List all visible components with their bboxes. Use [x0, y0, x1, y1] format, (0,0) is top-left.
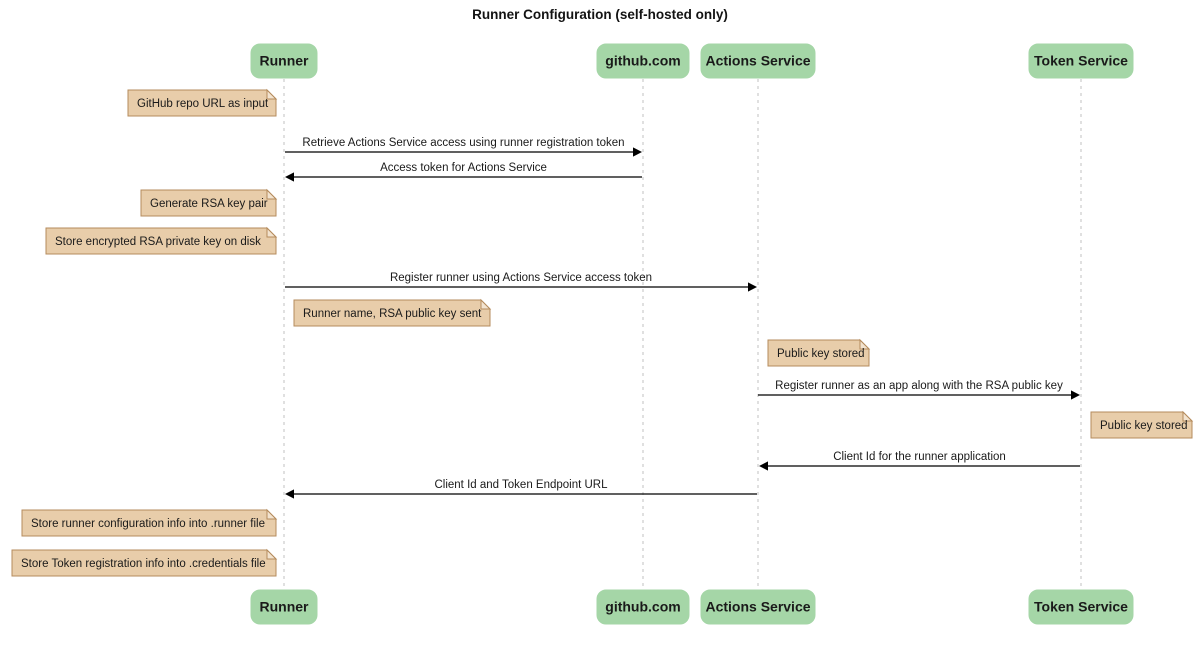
- participant-box[interactable]: [1028, 589, 1134, 625]
- participant-label: Token Service: [1034, 599, 1128, 615]
- participant-box[interactable]: [250, 43, 318, 79]
- message-label: Client Id and Token Endpoint URL: [434, 479, 608, 491]
- note-body: [11, 549, 277, 577]
- participant-label: Runner: [260, 53, 310, 69]
- note-store-encrypted-rsa[interactable]: Store encrypted RSA private key on disk: [45, 226, 278, 255]
- note-fold-corner-icon: [266, 548, 278, 560]
- participant-label: github.com: [605, 599, 680, 615]
- note-github-repo-url[interactable]: GitHub repo URL as input: [127, 88, 278, 117]
- note-fold-corner-icon: [266, 226, 278, 238]
- note-label: Store runner configuration info into .ru…: [31, 518, 265, 530]
- note-public-key-stored-2[interactable]: Public key stored: [1090, 410, 1194, 439]
- note-label: Public key stored: [1100, 420, 1188, 432]
- message-label: Access token for Actions Service: [380, 162, 547, 174]
- participant-actions-top[interactable]: Actions Service: [700, 43, 816, 79]
- lifelines-group: [283, 79, 1082, 589]
- note-fold-corner-icon: [1182, 410, 1194, 422]
- note-label: GitHub repo URL as input: [137, 98, 269, 110]
- note-label: Public key stored: [777, 348, 865, 360]
- note-label: Generate RSA key pair: [150, 198, 268, 210]
- participant-tokensvc-bottom[interactable]: Token Service: [1028, 589, 1134, 625]
- participant-runner-top[interactable]: Runner: [250, 43, 318, 79]
- note-body: [127, 89, 277, 117]
- msg-register-app[interactable]: Register runner as an app along with the…: [758, 380, 1080, 400]
- note-body: [767, 339, 870, 367]
- participant-box[interactable]: [700, 589, 816, 625]
- note-body: [21, 509, 277, 537]
- participant-label: Runner: [260, 599, 310, 615]
- note-generate-rsa[interactable]: Generate RSA key pair: [140, 188, 278, 217]
- participant-box[interactable]: [596, 43, 690, 79]
- participant-box[interactable]: [1028, 43, 1134, 79]
- participant-label: Actions Service: [705, 599, 810, 615]
- participant-actions-bottom[interactable]: Actions Service: [700, 589, 816, 625]
- note-fold-corner-icon: [266, 188, 278, 200]
- message-arrowhead: [748, 282, 757, 292]
- msg-access-token[interactable]: Access token for Actions Service: [285, 162, 642, 182]
- participant-label: github.com: [605, 53, 680, 69]
- msg-client-id[interactable]: Client Id for the runner application: [759, 451, 1080, 471]
- participant-box[interactable]: [700, 43, 816, 79]
- message-label: Client Id for the runner application: [833, 451, 1006, 463]
- note-body: [140, 189, 277, 217]
- message-arrowhead: [633, 147, 642, 157]
- note-fold-corner-icon: [266, 88, 278, 100]
- msg-register-runner[interactable]: Register runner using Actions Service ac…: [285, 272, 757, 292]
- participant-box[interactable]: [596, 589, 690, 625]
- note-fold-corner-icon: [266, 508, 278, 520]
- message-arrowhead: [285, 489, 294, 499]
- note-public-key-stored-1[interactable]: Public key stored: [767, 338, 871, 367]
- note-body: [1090, 411, 1193, 439]
- note-store-token-reg[interactable]: Store Token registration info into .cred…: [11, 548, 278, 577]
- note-body: [45, 227, 277, 255]
- participants-group: RunnerRunnergithub.comgithub.comActions …: [250, 43, 1134, 625]
- msg-client-id-token-endpoint[interactable]: Client Id and Token Endpoint URL: [285, 479, 757, 499]
- participant-runner-bottom[interactable]: Runner: [250, 589, 318, 625]
- msg-retrieve-actions-access[interactable]: Retrieve Actions Service access using ru…: [285, 137, 642, 157]
- participant-tokensvc-top[interactable]: Token Service: [1028, 43, 1134, 79]
- note-label: Store encrypted RSA private key on disk: [55, 236, 261, 248]
- note-runner-name-pubkey[interactable]: Runner name, RSA public key sent: [293, 298, 492, 327]
- message-arrowhead: [759, 461, 768, 471]
- note-store-runner-config[interactable]: Store runner configuration info into .ru…: [21, 508, 278, 537]
- note-fold-corner-icon: [859, 338, 871, 350]
- participant-box[interactable]: [250, 589, 318, 625]
- participant-github-bottom[interactable]: github.com: [596, 589, 690, 625]
- note-label: Runner name, RSA public key sent: [303, 308, 482, 320]
- note-fold-corner-icon: [480, 298, 492, 310]
- message-label: Register runner as an app along with the…: [775, 380, 1063, 392]
- note-label: Store Token registration info into .cred…: [21, 558, 266, 570]
- message-label: Retrieve Actions Service access using ru…: [302, 137, 624, 149]
- message-arrowhead: [285, 172, 294, 182]
- participant-label: Token Service: [1034, 53, 1128, 69]
- messages-group: Retrieve Actions Service access using ru…: [285, 137, 1080, 499]
- note-body: [293, 299, 491, 327]
- participant-github-top[interactable]: github.com: [596, 43, 690, 79]
- page-title: Runner Configuration (self-hosted only): [472, 7, 728, 22]
- message-label: Register runner using Actions Service ac…: [390, 272, 652, 284]
- message-arrowhead: [1071, 390, 1080, 400]
- participant-label: Actions Service: [705, 53, 810, 69]
